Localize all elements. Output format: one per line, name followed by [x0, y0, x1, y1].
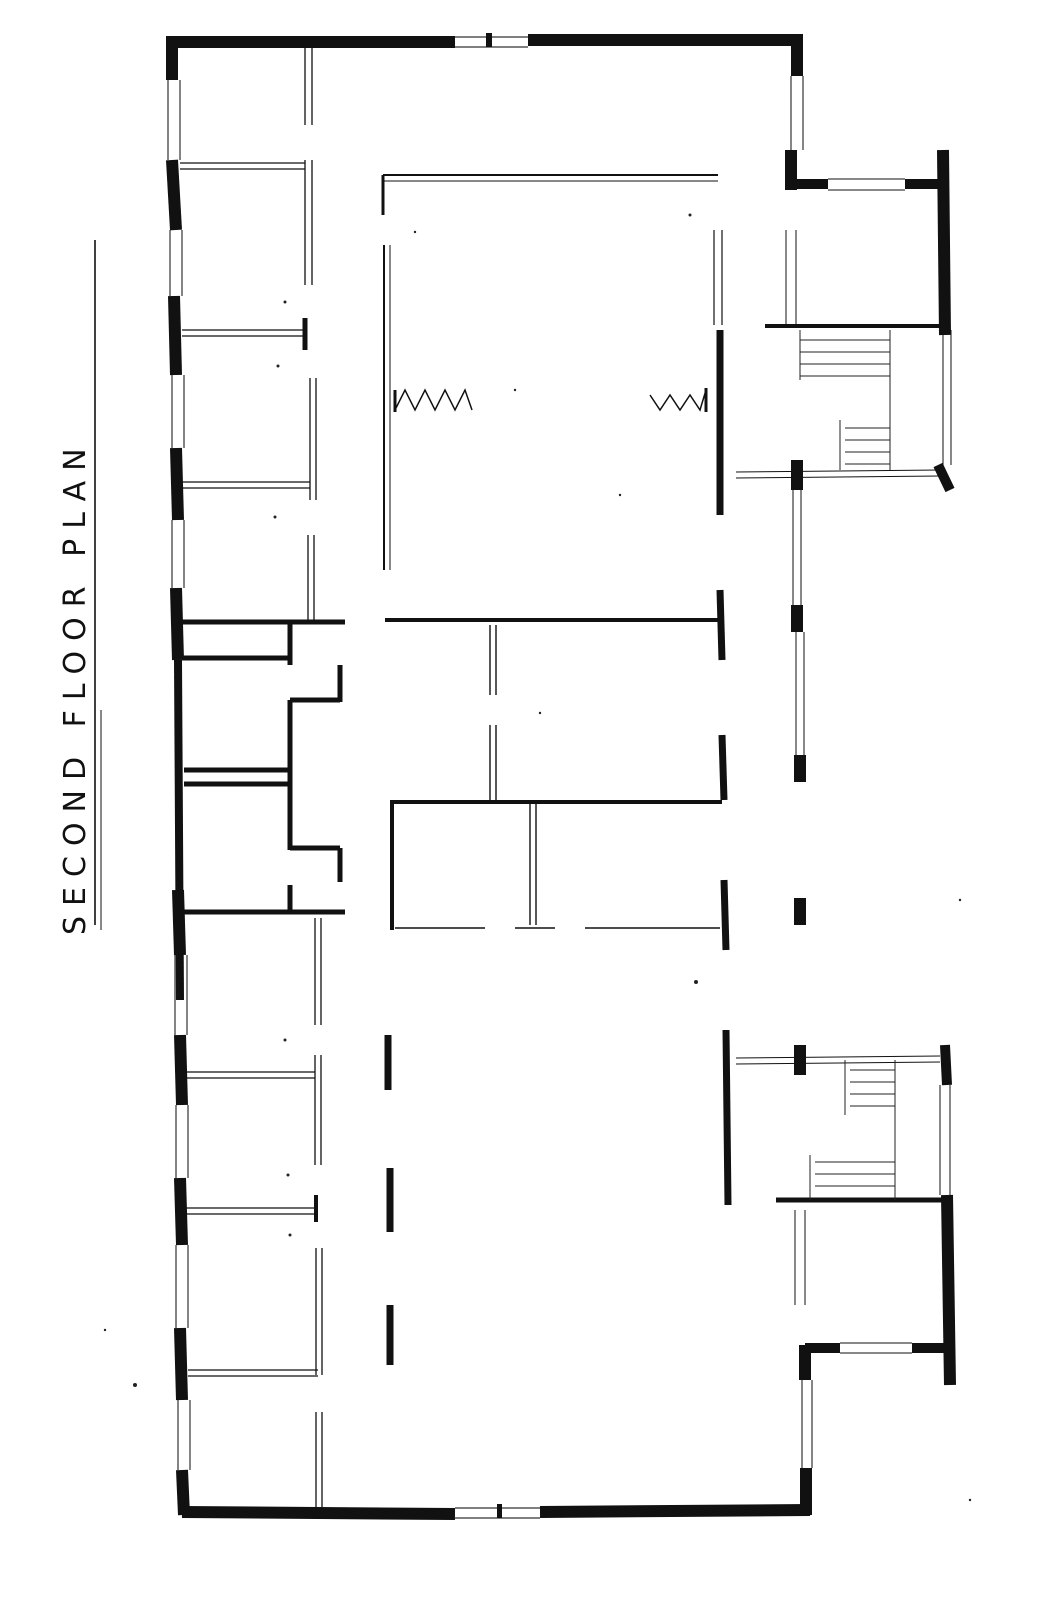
drawing-title-wrap: SECOND FLOOR PLAN: [58, 438, 93, 935]
lower-stair-treads: [809, 1060, 896, 1200]
window-bands: [167, 36, 813, 1519]
interior-walls: [381, 174, 732, 1365]
upper-stair-wing: [735, 149, 955, 493]
drawing-specks: [103, 213, 972, 1502]
upper-stair-treads: [799, 330, 891, 470]
title-underline: [94, 240, 102, 930]
door-gap-marks: [486, 33, 502, 1518]
lower-stair-wing: [735, 1044, 956, 1386]
folding-partition: [393, 388, 708, 412]
drawing-title: SECOND FLOOR PLAN: [58, 438, 93, 935]
east-corridor-columns: [791, 460, 806, 1075]
west-rooms: [180, 45, 345, 1510]
exterior-walls: [166, 34, 812, 1520]
